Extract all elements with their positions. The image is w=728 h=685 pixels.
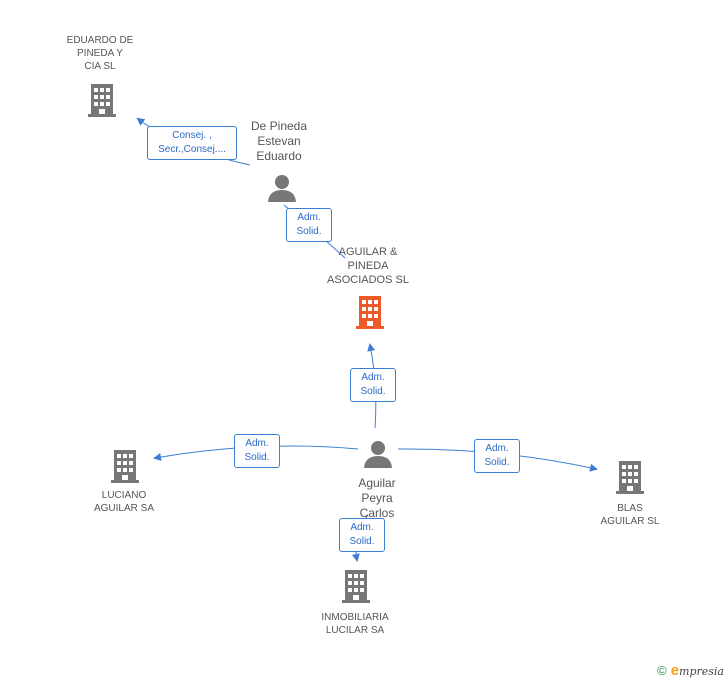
person-icon[interactable] (268, 175, 296, 202)
node-label-aguilar-pineda[interactable]: AGUILAR & PINEDA ASOCIADOS SL (327, 246, 409, 286)
brand-name: mpresia (679, 665, 724, 678)
node-label-blas[interactable]: BLAS AGUILAR SL (600, 503, 660, 527)
building-icon[interactable] (111, 450, 139, 483)
relation-label-consej[interactable]: Consej. , Secr.,Consej.... (147, 126, 237, 160)
person-icon[interactable] (364, 441, 392, 468)
node-label-luciano[interactable]: LUCIANO AGUILAR SA (93, 490, 155, 514)
building-icon[interactable] (616, 461, 644, 494)
node-label-aguilar-peyra[interactable]: Aguilar Peyra Carlos (358, 476, 396, 520)
node-label-inmobiliaria[interactable]: INMOBILIARIA LUCILAR SA (321, 612, 389, 636)
copyright-symbol: © (657, 663, 667, 678)
footer-brand: ©empresia (657, 662, 724, 679)
relation-label-adm-solid[interactable]: Adm. Solid. (286, 208, 332, 242)
relation-label-adm-solid[interactable]: Adm. Solid. (234, 434, 280, 468)
brand-logo-letter: e (670, 662, 680, 679)
building-icon[interactable] (356, 296, 384, 329)
relation-label-adm-solid[interactable]: Adm. Solid. (474, 439, 520, 473)
node-label-eduardo-cia[interactable]: EDUARDO DE PINEDA Y CIA SL (66, 35, 134, 72)
building-icon[interactable] (88, 84, 116, 117)
relation-label-adm-solid[interactable]: Adm. Solid. (339, 518, 385, 552)
building-icon[interactable] (342, 570, 370, 603)
node-label-de-pineda[interactable]: De Pineda Estevan Eduardo (250, 119, 308, 163)
relation-label-adm-solid[interactable]: Adm. Solid. (350, 368, 396, 402)
